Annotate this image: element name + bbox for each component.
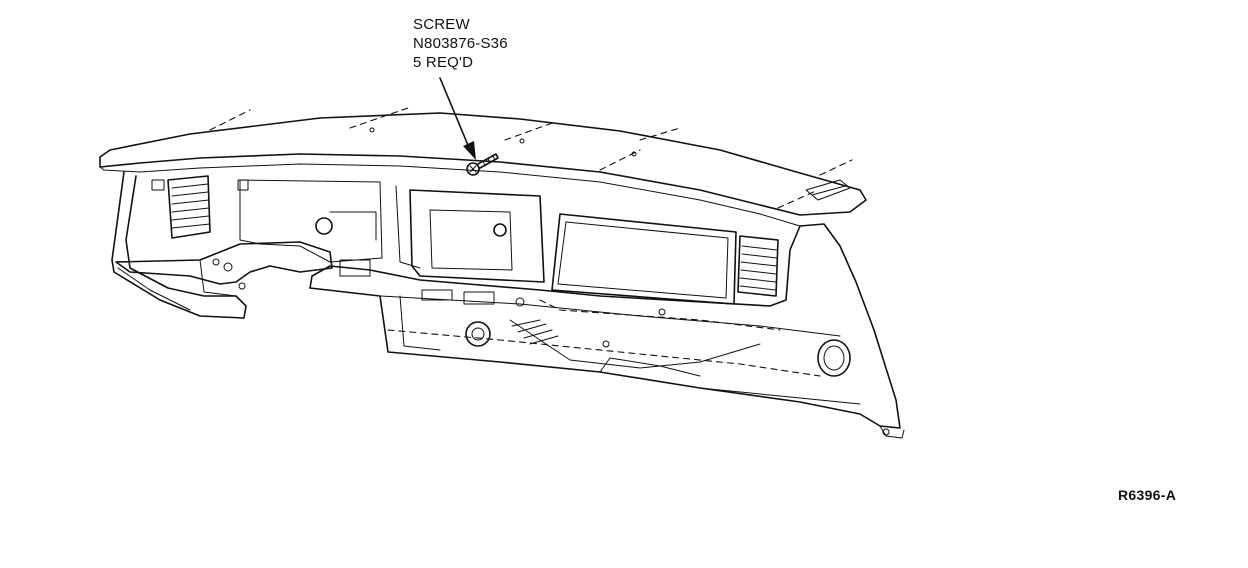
- center-structure: [239, 179, 545, 283]
- crash-pad: [99, 112, 867, 227]
- callout-part-name: SCREW: [413, 16, 470, 33]
- attachment-lines: [209, 107, 853, 209]
- callout-quantity: 5 REQ'D: [413, 54, 474, 71]
- left-lower-bracket: [115, 241, 333, 297]
- right-air-vent: [737, 235, 779, 297]
- screw-icon: [466, 153, 499, 176]
- lower-panel: [309, 223, 905, 439]
- left-air-vent: [151, 175, 249, 239]
- callout-part-number: N803876-S36: [413, 35, 508, 52]
- left-end-panel: [111, 171, 247, 319]
- leader-arrow: [439, 77, 476, 160]
- figure-code: R6396-A: [1118, 487, 1177, 503]
- glove-box-area: [509, 308, 761, 369]
- round-outlets: [465, 321, 851, 377]
- screw-callout: SCREW N803876-S36 5 REQ'D: [413, 15, 508, 72]
- cluster-opening: [551, 213, 737, 305]
- fasteners: [339, 259, 890, 436]
